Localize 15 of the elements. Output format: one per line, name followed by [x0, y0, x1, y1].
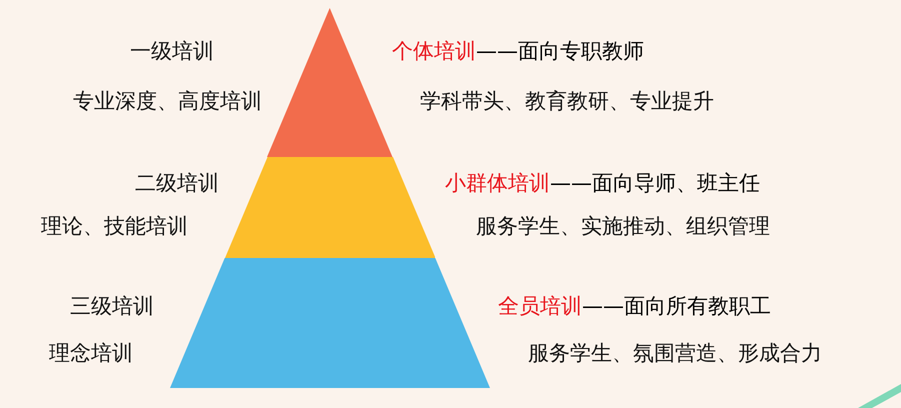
level-label: 三级培训: [70, 293, 154, 319]
description-text: 服务学生、氛围营造、形成合力: [528, 340, 822, 366]
description-text: 理论、技能培训: [41, 213, 188, 239]
level-label: 一级培训: [130, 38, 214, 64]
description-text: 专业深度、高度培训: [73, 88, 262, 114]
group-title: 小群体培训: [445, 170, 550, 196]
description-text: 理念培训: [49, 340, 133, 366]
level-label: 二级培训: [135, 170, 219, 196]
group-title: 个体培训: [392, 38, 476, 64]
audience-text: ——面向导师、班主任: [550, 170, 760, 196]
description-text: 服务学生、实施推动、组织管理: [476, 213, 770, 239]
audience-text: ——面向所有教职工: [582, 293, 771, 319]
description-text: 学科带头、教育教研、专业提升: [420, 88, 714, 114]
audience-text: ——面向专职教师: [476, 38, 644, 64]
group-title: 全员培训: [498, 293, 582, 319]
